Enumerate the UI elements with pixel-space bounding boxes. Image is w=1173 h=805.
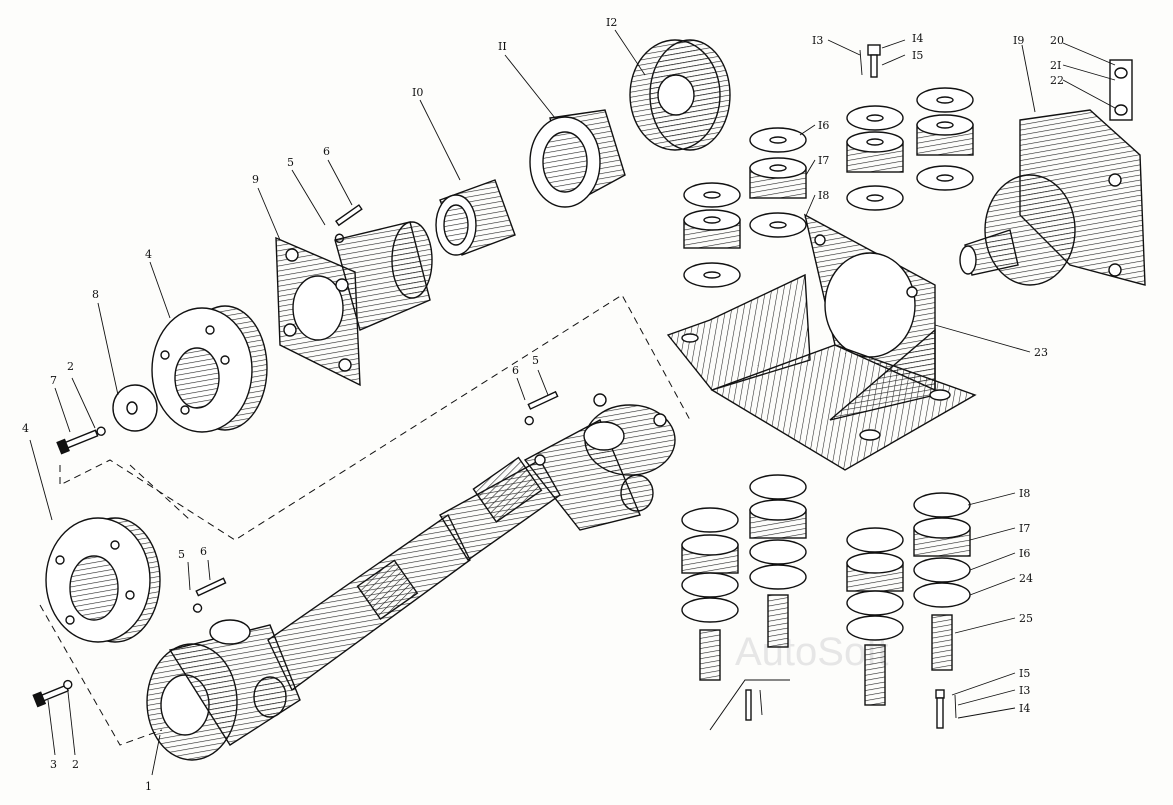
label-14-top: I4: [912, 32, 923, 45]
bolt-20-22: [1109, 59, 1133, 121]
label-17-bottom: I7: [1019, 522, 1030, 535]
label-4-upper: 4: [145, 248, 152, 261]
label-14-bottom: I4: [1019, 702, 1030, 715]
label-15-top: I5: [912, 49, 923, 62]
flanged-housing-9: [275, 221, 433, 387]
mount-low-b: [749, 474, 807, 648]
label-11: II: [498, 40, 507, 53]
mount-stack-d: [916, 87, 974, 191]
label-23: 23: [1034, 346, 1048, 359]
washer-8: [112, 384, 158, 432]
label-20: 20: [1050, 34, 1064, 47]
dashed-assembly-guides: [39, 294, 691, 746]
leader-lines: [29, 29, 1116, 776]
bearing-11: [529, 109, 626, 208]
label-5-right: 5: [532, 354, 539, 367]
mount-low-d: [913, 492, 971, 671]
mount-low-c: [846, 527, 904, 706]
rubber-mount-stacks-top: [683, 87, 974, 288]
mount-stack-b: [749, 127, 807, 238]
bolts-and-nuts: [32, 204, 559, 708]
label-8: 8: [92, 288, 99, 301]
label-21: 2I: [1050, 59, 1061, 72]
bolt-13-15-top: [859, 44, 881, 78]
mount-stack-c: [846, 105, 904, 211]
label-10: I0: [412, 86, 423, 99]
label-5-left: 5: [178, 548, 185, 561]
label-17-top: I7: [818, 154, 829, 167]
mount-stack-a: [683, 182, 741, 288]
rubber-mount-stacks-bottom: [681, 474, 971, 731]
label-22: 22: [1050, 74, 1064, 87]
label-6-right: 6: [512, 364, 519, 377]
bushing-10: [435, 179, 516, 256]
label-16-bottom: I6: [1019, 547, 1030, 560]
coupling-flange-upper: [151, 305, 268, 433]
label-18-bottom: I8: [1019, 487, 1030, 500]
label-13-top: I3: [812, 34, 823, 47]
label-2-bottom: 2: [72, 758, 79, 771]
label-5-top: 5: [287, 156, 294, 169]
label-25: 25: [1019, 612, 1033, 625]
label-6-top: 6: [323, 145, 330, 158]
label-1: 1: [145, 780, 152, 793]
bolt-low-b: [935, 689, 957, 729]
mount-low-a: [681, 507, 739, 681]
label-13-bottom: I3: [1019, 684, 1030, 697]
label-9: 9: [252, 173, 259, 186]
label-16-top: I6: [818, 119, 829, 132]
label-18-top: I8: [818, 189, 829, 202]
label-3: 3: [50, 758, 57, 771]
label-19: I9: [1013, 34, 1024, 47]
label-2-top: 2: [67, 360, 74, 373]
coupling-flange-lower: [45, 517, 161, 643]
label-6-left: 6: [200, 545, 207, 558]
callout-labels: 1 2 3 4 4 7 2 8 9 5 6 I0 II I2 I3 I4 I5 …: [22, 16, 1064, 793]
ring-12: [629, 39, 731, 151]
bolt-low-a: [709, 679, 790, 731]
driveshaft-assembly: [146, 393, 676, 761]
label-24: 24: [1019, 572, 1033, 585]
label-12: I2: [606, 16, 617, 29]
label-7: 7: [50, 374, 57, 387]
label-15-bottom: I5: [1019, 667, 1030, 680]
label-4-lower: 4: [22, 422, 29, 435]
mounting-bracket-23: [666, 213, 977, 471]
bearing-housing-19: [959, 109, 1146, 286]
